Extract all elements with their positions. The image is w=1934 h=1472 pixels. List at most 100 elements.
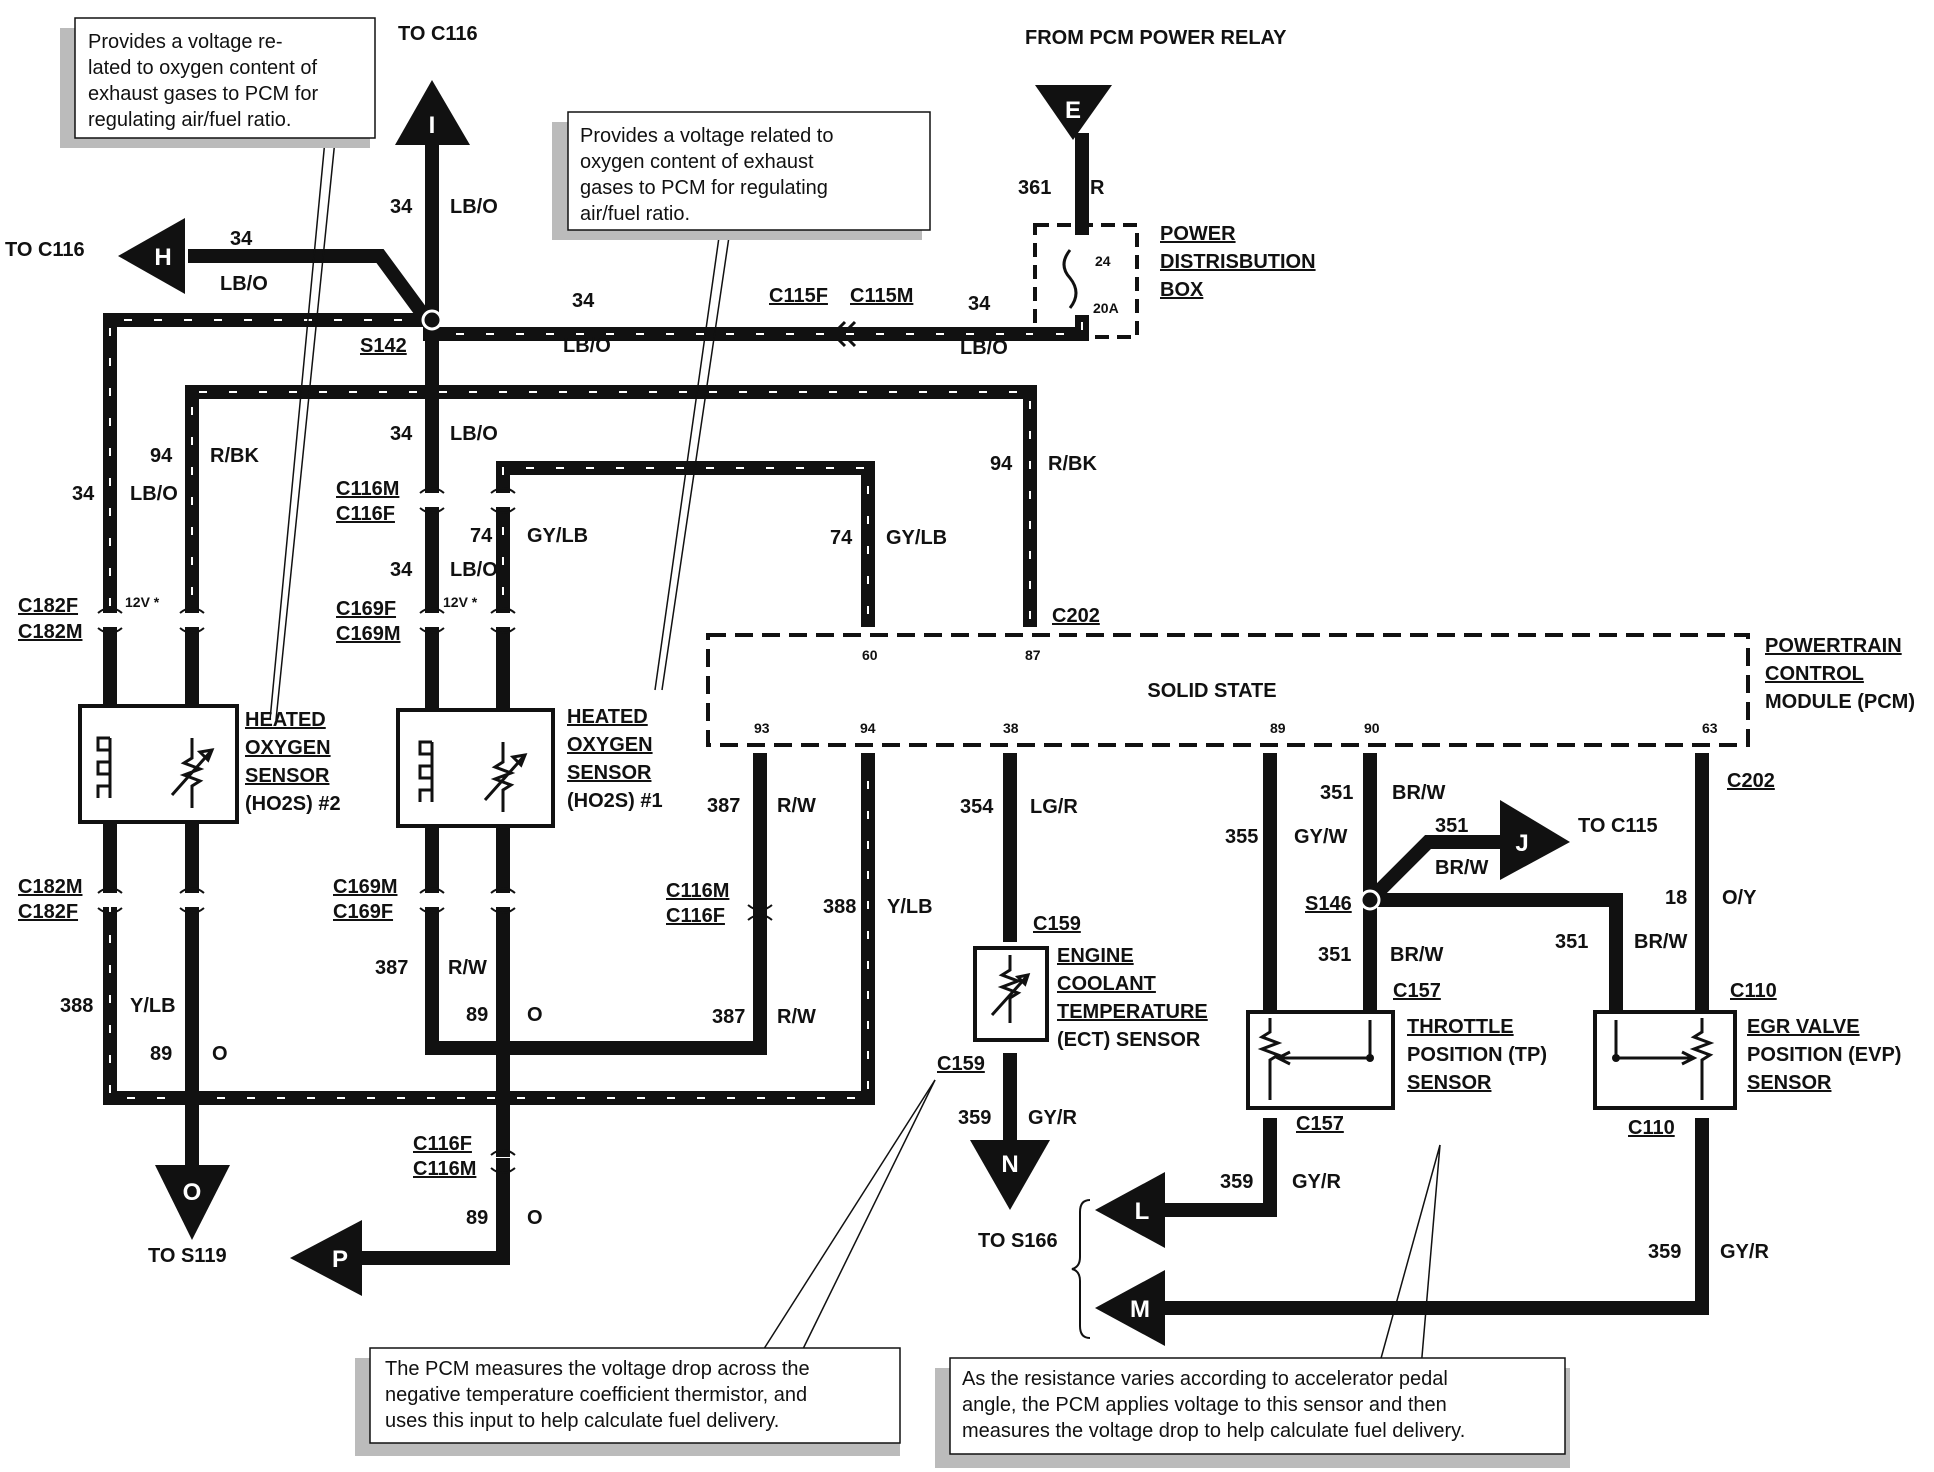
arrow-P[interactable]: P <box>290 1220 362 1296</box>
ect-sensor[interactable] <box>973 946 1049 1042</box>
label-C169M-bot: C169M <box>333 876 397 898</box>
label-C169F-top: C169F <box>336 598 396 620</box>
wire-color: R/BK <box>1048 453 1097 475</box>
wires <box>103 133 1709 1315</box>
label-C202-right: C202 <box>1727 770 1775 792</box>
arrow-M-label: M <box>1130 1296 1150 1323</box>
label-C182F-bot: C182F <box>18 901 78 923</box>
evp-name-2: POSITION (EVP) <box>1747 1044 1901 1066</box>
wire-num: 74 <box>470 525 493 547</box>
wire-num: 94 <box>990 453 1013 475</box>
wire-num: 34 <box>390 423 413 445</box>
label-C110-bot: C110 <box>1628 1117 1675 1139</box>
power-distribution-box[interactable]: 24 20A <box>1033 223 1139 339</box>
arrow-J[interactable]: J <box>1500 800 1570 880</box>
tp-sensor[interactable] <box>1246 1010 1395 1110</box>
ho2s-1-name-1: HEATED <box>567 706 648 728</box>
brace-icon <box>1071 1199 1091 1339</box>
wire-color: GY/R <box>1028 1107 1077 1129</box>
pin-89: 89 <box>1270 720 1286 736</box>
wire-num: 34 <box>230 228 253 250</box>
tp-name-1: THROTTLE <box>1407 1016 1514 1038</box>
note-line: negative temperature coefficient thermis… <box>385 1384 807 1406</box>
wire-color: LB/O <box>130 483 178 505</box>
ho2s-2-sensor[interactable] <box>78 704 239 824</box>
annotation-ho2s-top-left: Provides a voltage re- lated to oxygen c… <box>60 17 376 148</box>
note-line: As the resistance varies according to ac… <box>962 1368 1448 1390</box>
wire-num: 34 <box>572 290 595 312</box>
splice-S146[interactable] <box>1359 889 1381 911</box>
ho2s-1-sensor[interactable] <box>396 708 555 828</box>
pcm-name-3: MODULE (PCM) <box>1765 691 1915 713</box>
wire-num: 359 <box>958 1107 991 1129</box>
arrow-N[interactable]: N <box>970 1140 1050 1210</box>
wire-color: O <box>527 1207 543 1229</box>
splices <box>421 309 1381 911</box>
label-C157-bot: C157 <box>1296 1113 1344 1135</box>
ect-name-2: COOLANT <box>1057 973 1156 995</box>
ect-name-3: TEMPERATURE <box>1057 1001 1208 1023</box>
label-C110-top: C110 <box>1730 980 1777 1002</box>
arrow-I[interactable]: I <box>395 80 470 145</box>
wire-num: 387 <box>712 1006 745 1028</box>
dest-to-s119: TO S119 <box>148 1245 227 1267</box>
pin-38: 38 <box>1003 720 1019 736</box>
dest-to-c115: TO C115 <box>1578 815 1658 837</box>
wire-color: R/BK <box>210 445 259 467</box>
wire-labels: 361 R 34 LB/O 34 LB/O 34 LB/O 34 LB/O 34… <box>60 177 1769 1263</box>
ho2s-2-name-4: (HO2S) #2 <box>245 793 341 815</box>
wire-num: 355 <box>1225 826 1258 848</box>
wire-num: 387 <box>707 795 740 817</box>
pcm-name-1: POWERTRAIN <box>1765 635 1902 657</box>
wire-color: LB/O <box>563 335 611 357</box>
variable-resistor-icon <box>483 742 528 812</box>
dest-to-c116-top: TO C116 <box>398 23 478 45</box>
wire-color: R/W <box>777 1006 816 1028</box>
note-line: Provides a voltage re- <box>88 31 283 53</box>
label-C115F: C115F <box>769 285 828 307</box>
label-C116M-low: C116M <box>413 1158 476 1180</box>
label-C116M-mid: C116M <box>666 880 729 902</box>
wire-num: 89 <box>466 1004 488 1026</box>
wire-num: 359 <box>1648 1241 1681 1263</box>
splice-S142[interactable] <box>421 309 443 331</box>
wire-color: O <box>527 1004 543 1026</box>
label-C116F-top: C116F <box>336 503 395 525</box>
arrow-E-label: E <box>1065 97 1081 124</box>
pin-63: 63 <box>1702 720 1718 736</box>
wire-color: Y/LB <box>887 896 933 918</box>
wire-color: GY/R <box>1720 1241 1769 1263</box>
label-C116F-low: C116F <box>413 1133 472 1155</box>
label-C116F-mid: C116F <box>666 905 725 927</box>
wire-color: O/Y <box>1722 887 1757 909</box>
wire-color: LB/O <box>450 423 498 445</box>
wire-num: 387 <box>375 957 408 979</box>
label-S146: S146 <box>1305 893 1352 915</box>
wire-color: BR/W <box>1435 857 1488 879</box>
label-S142: S142 <box>360 335 407 357</box>
label-C169M-top: C169M <box>336 623 400 645</box>
label-12v-a: 12V * <box>125 594 160 610</box>
wire-num: 351 <box>1318 944 1351 966</box>
wire-color: GY/LB <box>527 525 588 547</box>
fuse-rating: 20A <box>1093 300 1119 316</box>
pcm-name-2: CONTROL <box>1765 663 1864 685</box>
arrow-O[interactable]: O <box>155 1165 230 1240</box>
ect-name-1: ENGINE <box>1057 945 1134 967</box>
connector-labels: S142 C115F C115M C116M C116F C169F C169M… <box>18 285 1777 1180</box>
ho2s-1-name-4: (HO2S) #1 <box>567 790 663 812</box>
arrow-E[interactable]: E <box>1035 85 1112 140</box>
arrow-H[interactable]: H <box>118 218 185 294</box>
label-C202-top: C202 <box>1052 605 1100 627</box>
evp-sensor[interactable] <box>1593 1010 1737 1110</box>
note-line: uses this input to help calculate fuel d… <box>385 1410 779 1432</box>
label-C116M-top: C116M <box>336 478 399 500</box>
note-line: oxygen content of exhaust <box>580 151 814 173</box>
wire-color: GY/R <box>1292 1171 1341 1193</box>
wire-num: 359 <box>1220 1171 1253 1193</box>
wire-color: R/W <box>448 957 487 979</box>
wire-num: 94 <box>150 445 173 467</box>
arrow-M[interactable]: M <box>1095 1270 1165 1346</box>
pcm-module[interactable]: SOLID STATE <box>706 633 1750 747</box>
arrow-L[interactable]: L <box>1095 1172 1165 1248</box>
